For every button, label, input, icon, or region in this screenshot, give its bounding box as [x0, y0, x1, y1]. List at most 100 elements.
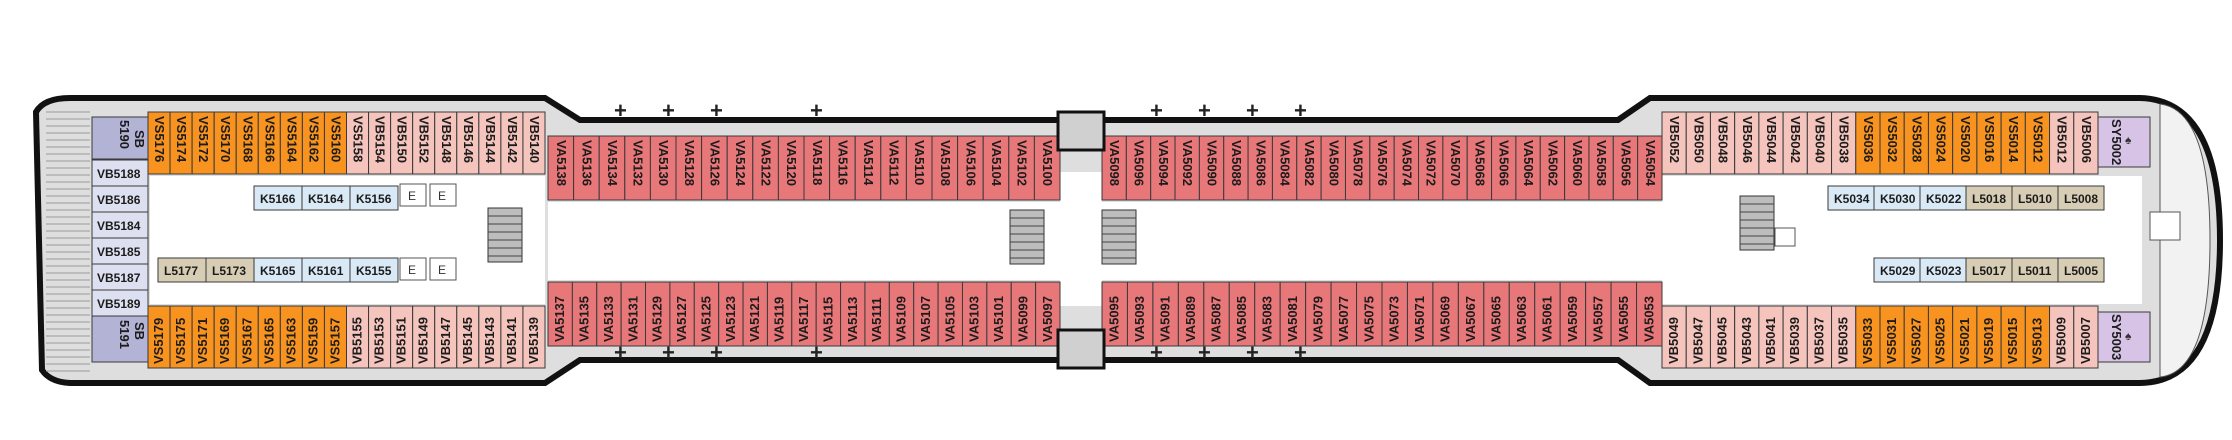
- cabin-k5022[interactable]: [1919, 185, 1967, 211]
- cabin-vb5050[interactable]: [1685, 111, 1711, 175]
- cabin-vb5037[interactable]: [1806, 305, 1833, 369]
- cabin-va5082[interactable]: [1296, 135, 1322, 201]
- cabin-l5005[interactable]: [2057, 257, 2105, 283]
- cabin-vb5189[interactable]: [91, 289, 149, 317]
- cabin-va5071[interactable]: [1406, 281, 1434, 347]
- cabin-va5092[interactable]: [1174, 135, 1200, 201]
- cabin-vb5007[interactable]: [2073, 305, 2099, 369]
- cabin-va5087[interactable]: [1203, 281, 1230, 347]
- cabin-va5061[interactable]: [1534, 281, 1561, 347]
- cabin-va5075[interactable]: [1356, 281, 1383, 347]
- cabin-va5073[interactable]: [1381, 281, 1408, 347]
- cabin-vs5016[interactable]: [1976, 111, 2002, 175]
- cabin-va5119[interactable]: [766, 281, 793, 347]
- cabin-va5096[interactable]: [1125, 135, 1152, 201]
- cabin-k5164[interactable]: [301, 185, 351, 211]
- cabin-va5109[interactable]: [888, 281, 915, 347]
- cabin-va5088[interactable]: [1223, 135, 1249, 201]
- cabin-va5072[interactable]: [1418, 135, 1444, 201]
- cabin-va5089[interactable]: [1177, 281, 1205, 347]
- cabin-vb5041[interactable]: [1758, 305, 1784, 369]
- cabin-l5173[interactable]: [205, 257, 255, 283]
- cabin-va5137[interactable]: [547, 281, 573, 347]
- cabin-va5080[interactable]: [1320, 135, 1346, 201]
- cabin-va5136[interactable]: [573, 135, 600, 201]
- cabin-va5111[interactable]: [864, 281, 890, 347]
- suite-sy5003[interactable]: [2097, 311, 2151, 363]
- cabin-va5054[interactable]: [1637, 135, 1663, 201]
- cabin-vb5187[interactable]: [91, 263, 149, 291]
- cabin-vb5184[interactable]: [91, 211, 149, 239]
- cabin-vs5012[interactable]: [2024, 111, 2051, 175]
- cabin-va5058[interactable]: [1588, 135, 1614, 201]
- cabin-va5103[interactable]: [961, 281, 988, 347]
- cabin-vs5027[interactable]: [1903, 305, 1929, 369]
- cabin-va5116[interactable]: [829, 135, 856, 201]
- cabin-va5122[interactable]: [752, 135, 779, 201]
- cabin-k5030[interactable]: [1873, 185, 1921, 211]
- cabin-va5130[interactable]: [649, 135, 677, 201]
- cabin-vb5009[interactable]: [2049, 305, 2075, 369]
- cabin-va5113[interactable]: [840, 281, 866, 347]
- cabin-va5110[interactable]: [905, 135, 933, 201]
- cabin-va5079[interactable]: [1305, 281, 1332, 347]
- cabin-k5166[interactable]: [253, 185, 303, 211]
- cabin-vb5040[interactable]: [1806, 111, 1833, 175]
- suite-sb5190[interactable]: [91, 116, 149, 160]
- cabin-vb5038[interactable]: [1831, 111, 1857, 175]
- cabin-va5123[interactable]: [718, 281, 744, 347]
- suite-sy5002[interactable]: [2097, 116, 2151, 168]
- cabin-va5128[interactable]: [675, 135, 703, 201]
- cabin-va5100[interactable]: [1033, 135, 1061, 201]
- cabin-va5068[interactable]: [1466, 135, 1493, 201]
- cabin-va5124[interactable]: [726, 135, 754, 201]
- cabin-vs5020[interactable]: [1952, 111, 1978, 175]
- cabin-vs5032[interactable]: [1879, 111, 1905, 175]
- cabin-va5129[interactable]: [645, 281, 671, 347]
- cabin-va5064[interactable]: [1515, 135, 1541, 201]
- cabin-va5062[interactable]: [1539, 135, 1566, 201]
- cabin-vb5045[interactable]: [1709, 305, 1736, 369]
- cabin-vb5006[interactable]: [2073, 111, 2099, 175]
- cabin-va5132[interactable]: [624, 135, 651, 201]
- cabin-vb5048[interactable]: [1709, 111, 1736, 175]
- cabin-va5083[interactable]: [1254, 281, 1281, 347]
- cabin-k5156[interactable]: [349, 185, 399, 211]
- cabin-vs5031[interactable]: [1879, 305, 1905, 369]
- cabin-vb5140[interactable]: [522, 111, 546, 175]
- cabin-va5115[interactable]: [815, 281, 842, 347]
- cabin-va5125[interactable]: [693, 281, 720, 347]
- cabin-va5091[interactable]: [1152, 281, 1179, 347]
- cabin-vb5047[interactable]: [1685, 305, 1711, 369]
- cabin-vb5039[interactable]: [1782, 305, 1808, 369]
- cabin-vb5035[interactable]: [1831, 305, 1857, 369]
- cabin-va5112[interactable]: [880, 135, 907, 201]
- cabin-l5008[interactable]: [2057, 185, 2105, 211]
- cabin-va5101[interactable]: [986, 281, 1012, 347]
- cabin-vs5024[interactable]: [1927, 111, 1954, 175]
- cabin-va5114[interactable]: [854, 135, 882, 201]
- cabin-va5081[interactable]: [1279, 281, 1307, 347]
- cabin-va5053[interactable]: [1636, 281, 1663, 347]
- cabin-va5077[interactable]: [1330, 281, 1358, 347]
- cabin-va5131[interactable]: [620, 281, 647, 347]
- cabin-va5060[interactable]: [1564, 135, 1590, 201]
- cabin-va5093[interactable]: [1126, 281, 1154, 347]
- cabin-k5165[interactable]: [253, 257, 303, 283]
- cabin-va5099[interactable]: [1010, 281, 1037, 347]
- cabin-k5034[interactable]: [1827, 185, 1875, 211]
- cabin-l5018[interactable]: [1965, 185, 2013, 211]
- cabin-vb5046[interactable]: [1734, 111, 1760, 175]
- cabin-va5094[interactable]: [1150, 135, 1176, 201]
- cabin-va5134[interactable]: [598, 135, 626, 201]
- cabin-va5078[interactable]: [1344, 135, 1371, 201]
- cabin-vb5139[interactable]: [522, 305, 546, 369]
- cabin-k5161[interactable]: [301, 257, 351, 283]
- cabin-va5121[interactable]: [742, 281, 768, 347]
- cabin-va5106[interactable]: [957, 135, 984, 201]
- cabin-vs5028[interactable]: [1903, 111, 1929, 175]
- cabin-vb5044[interactable]: [1758, 111, 1784, 175]
- cabin-k5029[interactable]: [1873, 257, 1921, 283]
- cabin-va5107[interactable]: [913, 281, 939, 347]
- cabin-va5055[interactable]: [1610, 281, 1638, 347]
